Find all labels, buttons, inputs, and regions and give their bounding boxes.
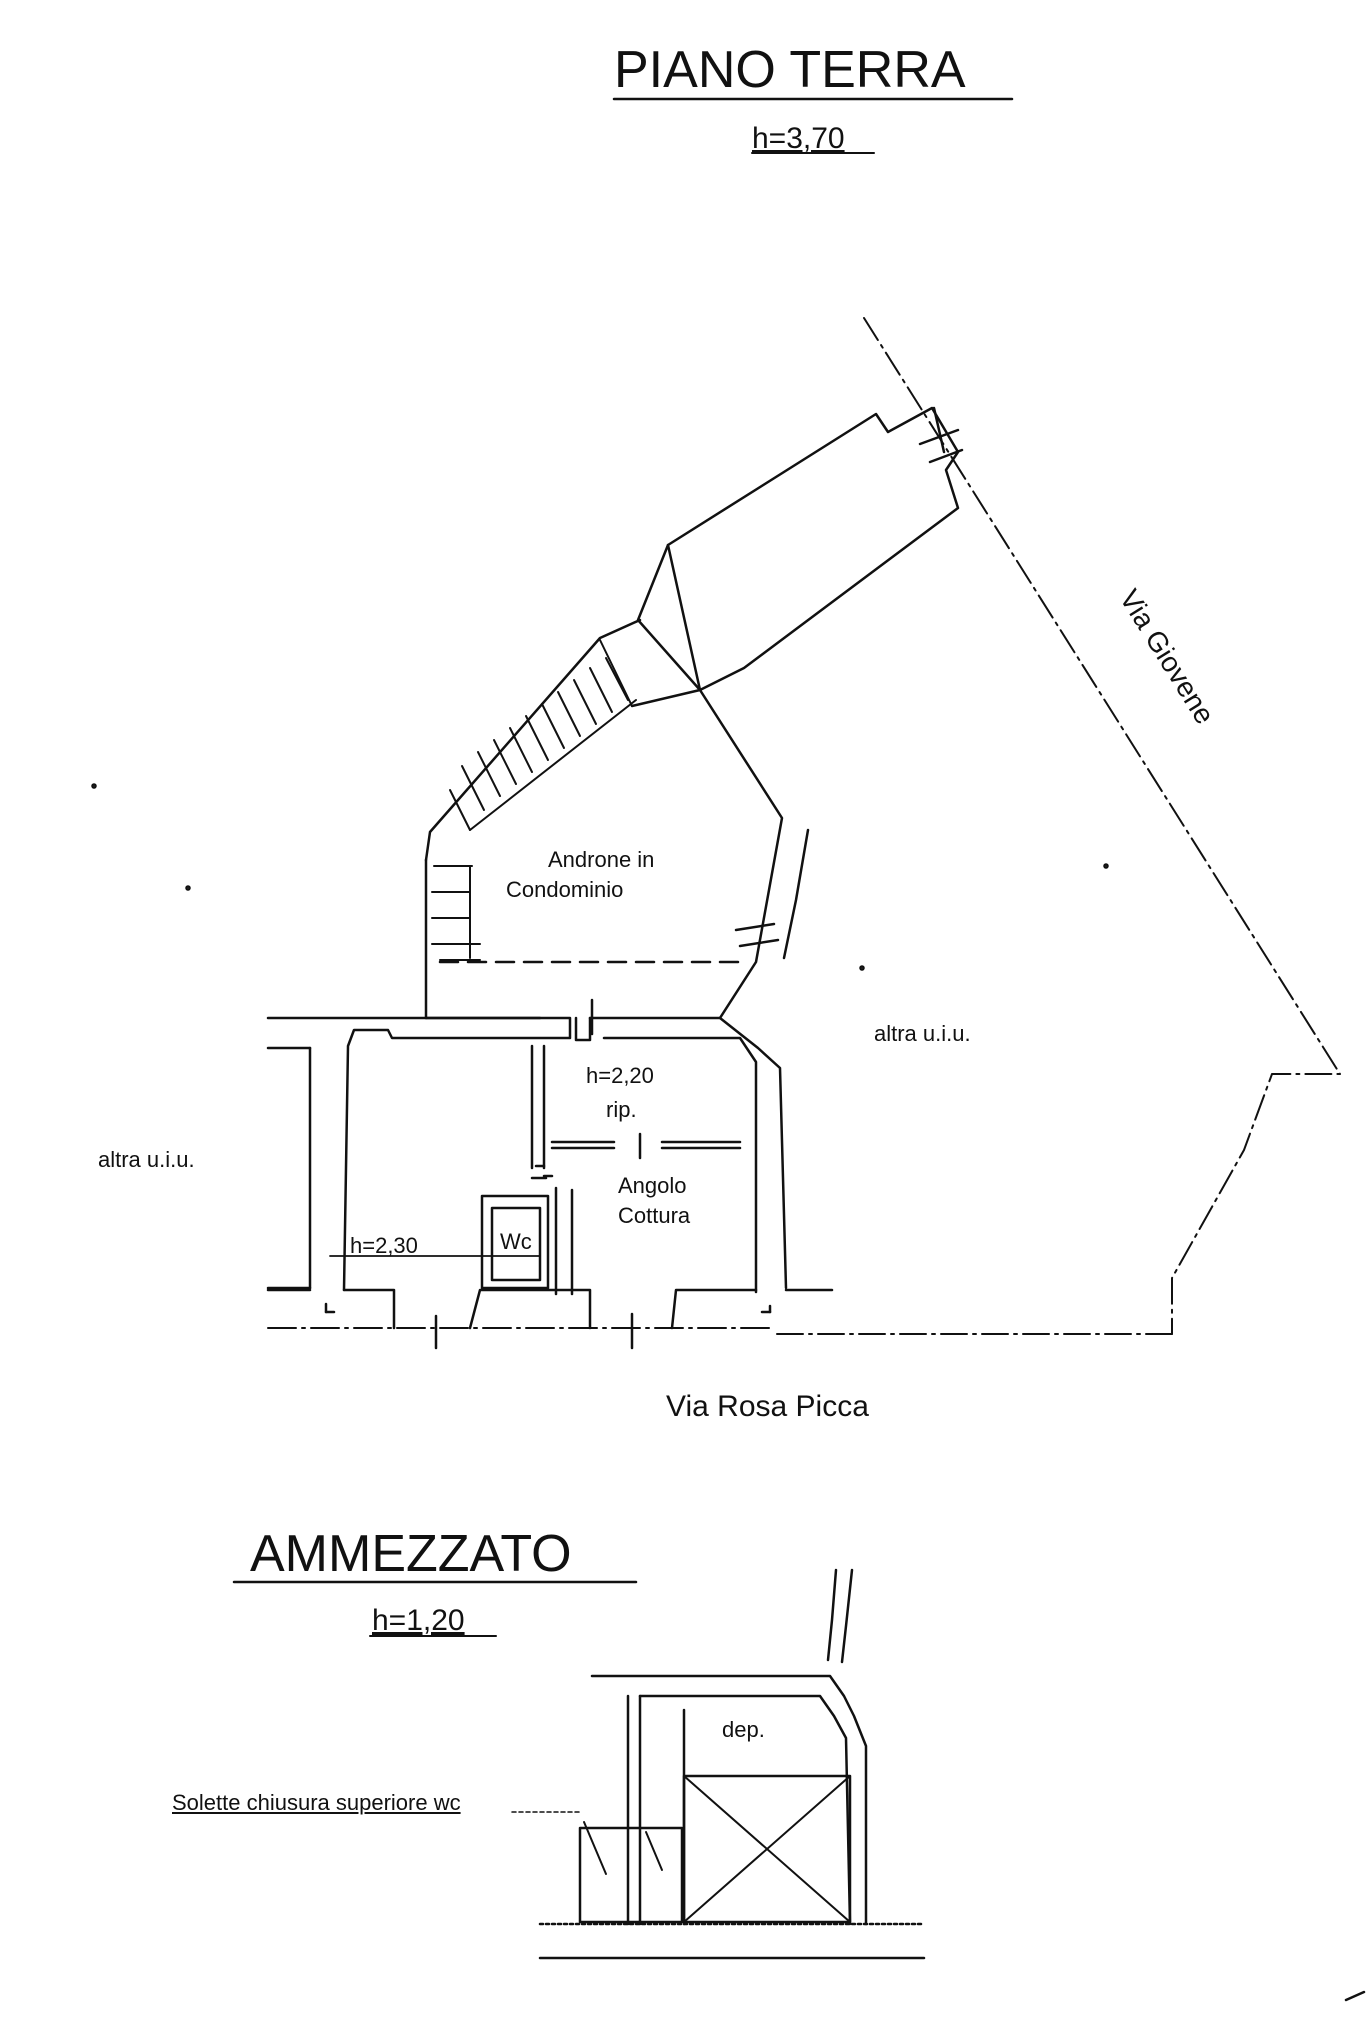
mezzanine-height: h=1,20 [372,1604,465,1637]
kitchen-label-line2: Cottura [618,1203,691,1228]
main-room-height-label: h=2,30 [350,1233,418,1258]
unit-wall-top [342,1016,572,1292]
property-line-via-giovene [863,317,1341,1335]
staircase [431,639,637,961]
ground-floor-height: h=3,70 [752,122,845,155]
wc-label: Wc [500,1229,532,1254]
mezzanine-storage-box [682,1774,852,1924]
mezzanine-storage-label: dep. [722,1717,765,1742]
lobby-label-line1: Androne in [548,847,655,872]
wc-walls [480,1194,550,1290]
ground-floor-title: PIANO TERRA [614,41,966,99]
kitchen-label-line1: Angolo [618,1173,687,1198]
mezzanine-title: AMMEZZATO [250,1525,572,1583]
mezzanine-wc-slab [578,1826,684,1924]
lobby-label-line2: Condominio [506,877,624,902]
neighbor-right-label: altra u.i.u. [874,1021,971,1046]
mezzanine-slab-note: Solette chiusura superiore wc [172,1790,461,1815]
storage-height-label: h=2,20 [586,1063,654,1088]
storage-label: rip. [606,1097,637,1122]
street-label-via-rosa-picca: Via Rosa Picca [666,1390,869,1423]
upper-room-walls [666,406,960,692]
neighbor-left-label: altra u.i.u. [98,1147,195,1172]
lobby-walls [424,618,642,862]
mezzanine-walls [511,1568,926,1960]
